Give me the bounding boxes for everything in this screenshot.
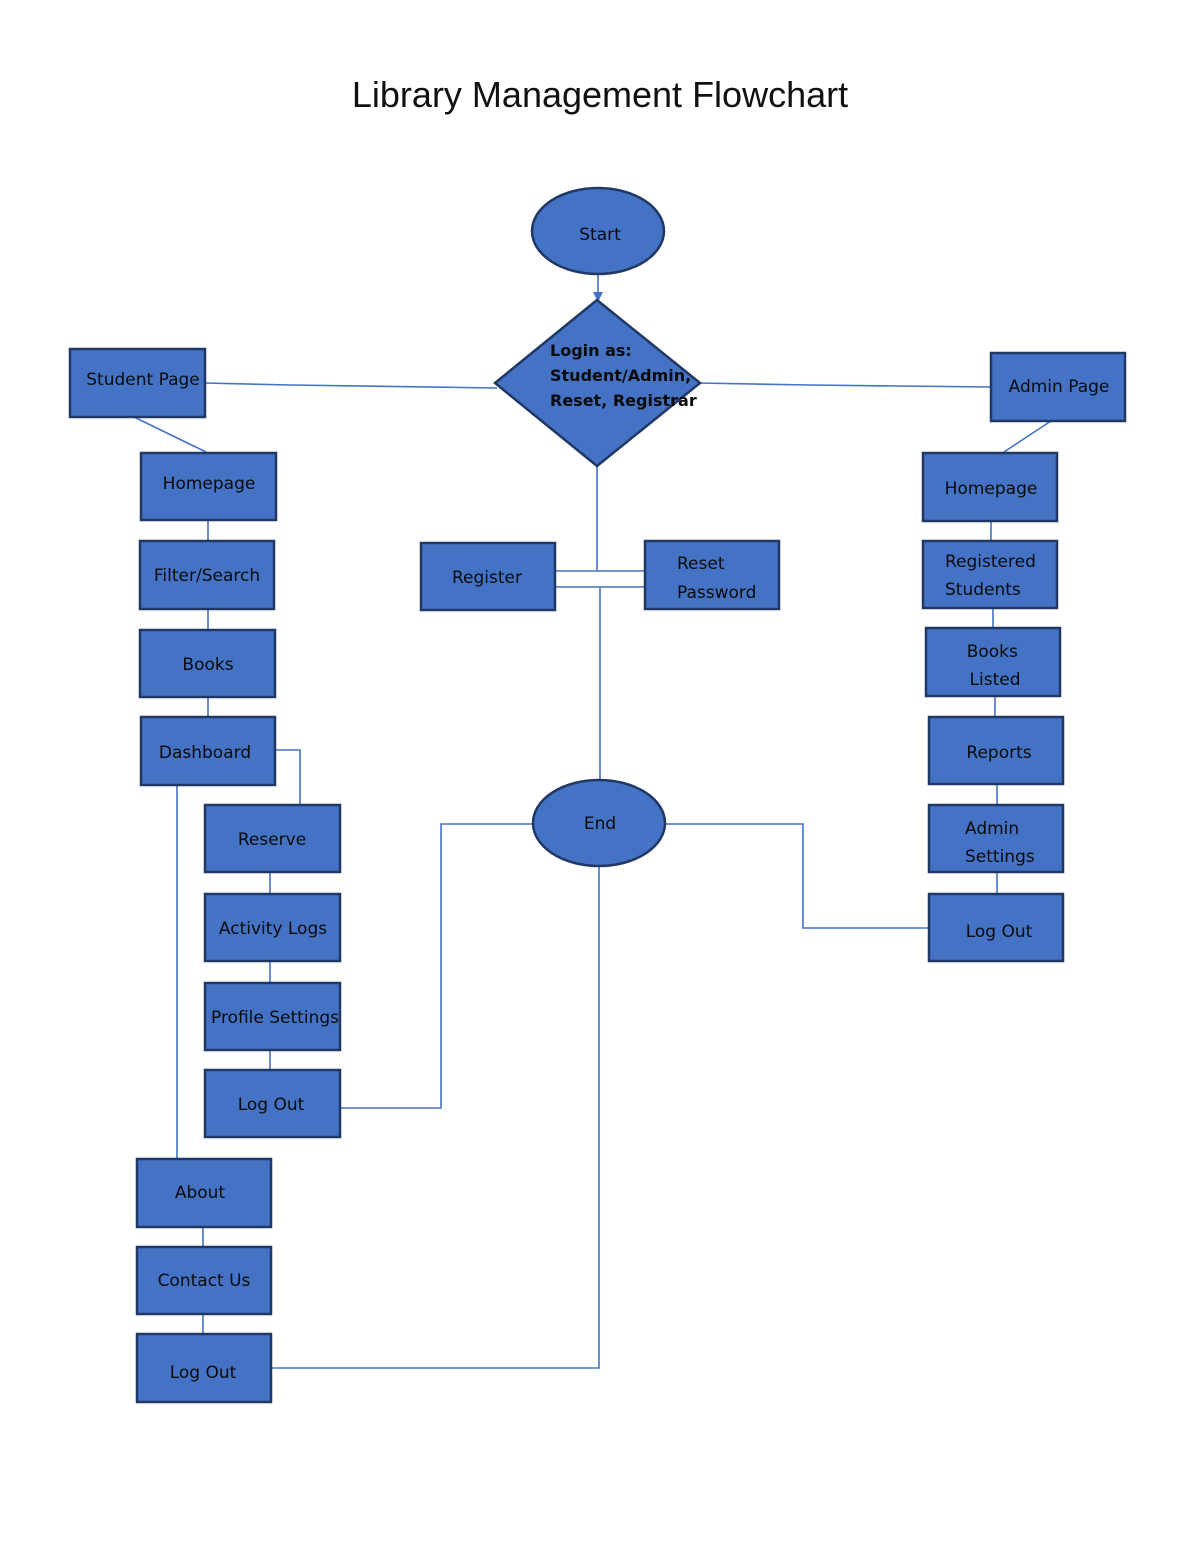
connector-admin-logout-end — [665, 823, 928, 929]
registered-line-1: Registered — [945, 552, 1036, 572]
node-registered-students: Registered Students — [921, 539, 1059, 610]
node-admin-page-label: Admin Page — [1009, 377, 1110, 397]
node-student-page-label: Student Page — [86, 370, 199, 390]
registered-line-2: Students — [945, 580, 1021, 600]
node-books-label: Books — [182, 655, 233, 675]
node-student-homepage-label: Homepage — [163, 474, 256, 494]
connector-dashboard-reserve — [275, 749, 301, 805]
node-books: Books — [138, 628, 277, 699]
node-filter-search: Filter/Search — [138, 539, 276, 611]
node-profile-settings-label: Profile Settings — [211, 1008, 339, 1028]
admin-settings-line-1: Admin — [965, 819, 1019, 839]
node-books-listed-label: Books Listed — [967, 642, 1024, 690]
node-dashboard: Dashboard — [139, 715, 277, 787]
node-student-log-out: Log Out — [135, 1332, 273, 1404]
connector-dashboard-logout-end — [340, 823, 533, 1109]
login-line-3: Reset, Registrar — [550, 391, 697, 410]
node-contact-us: Contact Us — [135, 1245, 273, 1316]
node-student-homepage: Homepage — [139, 451, 278, 522]
node-login-decision: Login as: Student/Admin, Reset, Registra… — [493, 298, 702, 468]
node-reserve-label: Reserve — [238, 830, 306, 850]
node-registered-students-label: Registered Students — [945, 552, 1041, 600]
admin-settings-line-2: Settings — [965, 847, 1035, 867]
node-dashboard-log-out: Log Out — [203, 1068, 342, 1139]
node-reset-password: Reset Password — [643, 539, 781, 611]
node-admin-homepage-label: Homepage — [945, 479, 1038, 499]
node-admin-settings-label: Admin Settings — [965, 819, 1035, 867]
node-activity-logs-label: Activity Logs — [219, 919, 327, 939]
connector-login-admin-page — [697, 382, 991, 388]
books-listed-line-1: Books — [967, 642, 1018, 662]
node-admin-settings: Admin Settings — [927, 803, 1065, 874]
node-activity-logs: Activity Logs — [203, 892, 342, 963]
node-reports: Reports — [927, 715, 1065, 786]
connector-student-logout-end — [271, 867, 600, 1369]
connector-login-student-page — [204, 382, 498, 389]
page-title: Library Management Flowchart — [351, 74, 849, 115]
node-login-label: Login as: Student/Admin, Reset, Registra… — [550, 341, 697, 410]
node-student-page: Student Page — [68, 347, 207, 419]
node-student-log-out-label: Log Out — [170, 1363, 237, 1383]
connector-student-page-homepage — [133, 416, 207, 453]
connector-admin-page-homepage — [1003, 420, 1052, 453]
node-admin-log-out: Log Out — [927, 892, 1065, 963]
node-start: Start — [530, 186, 666, 276]
node-end: End — [531, 778, 667, 868]
node-admin-homepage: Homepage — [921, 451, 1059, 523]
connectors — [133, 275, 1052, 1369]
node-end-label: End — [584, 814, 616, 834]
node-dashboard-label: Dashboard — [159, 743, 251, 763]
books-listed-line-2: Listed — [970, 670, 1021, 690]
node-contact-us-label: Contact Us — [158, 1271, 251, 1291]
node-reports-label: Reports — [966, 743, 1031, 763]
node-profile-settings: Profile Settings — [203, 981, 342, 1052]
node-filter-search-label: Filter/Search — [154, 566, 260, 586]
node-dashboard-log-out-label: Log Out — [238, 1095, 305, 1115]
node-about: About — [135, 1157, 273, 1229]
node-start-label: Start — [579, 225, 621, 245]
node-reset-password-label: Reset Password — [677, 554, 756, 603]
node-register-label: Register — [452, 568, 522, 588]
login-line-2: Student/Admin, — [550, 366, 691, 385]
node-admin-page: Admin Page — [989, 351, 1127, 423]
node-books-listed: Books Listed — [924, 626, 1062, 698]
reset-line-1: Reset — [677, 554, 725, 574]
reset-line-2: Password — [677, 583, 756, 603]
node-admin-log-out-label: Log Out — [966, 922, 1033, 942]
node-register: Register — [419, 541, 557, 612]
node-about-label: About — [175, 1183, 226, 1203]
node-reserve: Reserve — [203, 803, 342, 874]
login-line-1: Login as: — [550, 341, 632, 360]
